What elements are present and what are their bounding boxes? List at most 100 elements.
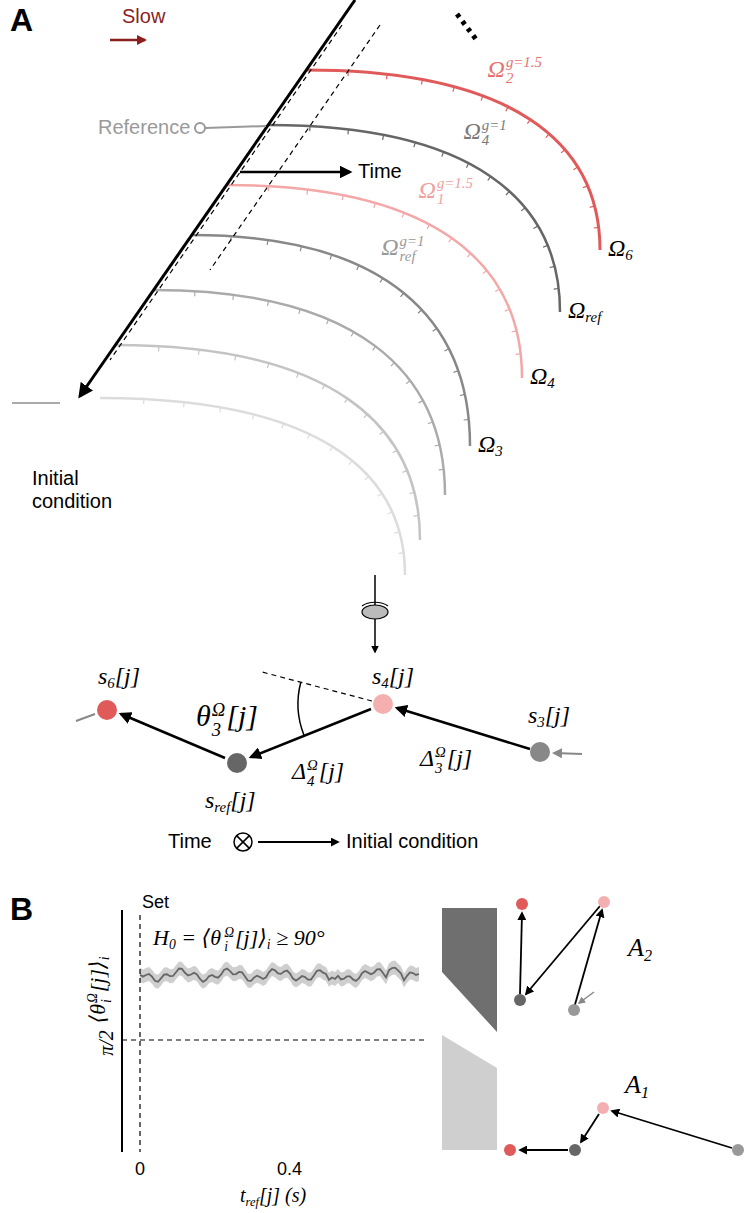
state-dot [373, 694, 393, 714]
subscript: ref [214, 799, 230, 815]
mini-dot [516, 898, 528, 910]
mini-dot [597, 1102, 609, 1114]
subscript: 6 [625, 247, 632, 263]
superscript: Ω [86, 993, 100, 1003]
subscript: 3 [212, 720, 225, 740]
subscript: 4 [381, 675, 388, 691]
curve-name: Ω4 [530, 364, 555, 391]
superscript: g=1.5 [506, 56, 542, 72]
subscript: 3 [537, 714, 544, 730]
label-text: Δ [420, 745, 434, 771]
cluster-label: A1 [625, 1072, 649, 1101]
mini-arrow [520, 913, 522, 994]
rotation-arc [362, 602, 388, 606]
extension-line [262, 672, 372, 701]
state-dot [530, 742, 550, 762]
trajectory [268, 125, 560, 312]
subscript: 2 [644, 947, 652, 964]
dashed-guide [110, 25, 342, 360]
label-text: t [240, 1184, 246, 1206]
subscript: 4 [482, 134, 507, 150]
label-text: Δ [292, 758, 306, 784]
label-text: [j] [230, 787, 255, 813]
label-text: ≥ 90° [276, 925, 324, 950]
label-text: [j] [226, 699, 258, 732]
label-text: ⟨θ [85, 1004, 110, 1023]
script-stack: Ωi [224, 926, 234, 955]
mini-arrow [526, 906, 600, 994]
superscript: g=1 [400, 234, 425, 250]
script-stack: refg=1 [400, 234, 425, 265]
label-text: Ω [463, 118, 480, 144]
label-text: A [625, 1070, 641, 1099]
label-text: Ω [478, 431, 495, 457]
trajectory [100, 398, 405, 575]
histogram-shape [442, 1035, 497, 1150]
label-text: Set [142, 892, 169, 912]
subscript: 2 [506, 71, 542, 87]
time-ticks [348, 71, 599, 228]
label-text: = ⟨θ [181, 925, 221, 950]
script-stack: Ω3 [212, 700, 225, 739]
panel-letter: B [10, 893, 33, 925]
label-text: s [205, 787, 214, 813]
angle-arc [298, 682, 304, 735]
label-text: Initial condition [32, 467, 112, 512]
trajectory [115, 345, 420, 540]
histogram-shape [442, 908, 497, 1032]
script-stack: 1g=1.5 [437, 177, 473, 208]
subscript: 6 [107, 675, 114, 691]
time-ticks [268, 186, 520, 354]
label-text: 0 [135, 1159, 145, 1179]
hypothesis: H0= ⟨θΩi[j]⟩i≥ 90° [153, 926, 327, 955]
mini-dot [514, 994, 526, 1006]
time-ticks [310, 126, 559, 289]
label-text: Ω [608, 235, 625, 261]
trajectory-curves [100, 70, 600, 575]
subscript: 1 [641, 1084, 649, 1101]
into-page-symbol [234, 833, 252, 851]
label-text: Time [358, 160, 402, 182]
label-text: [j] [319, 758, 344, 784]
axis-label: Initial condition [32, 467, 147, 513]
superscript: Ω [307, 758, 318, 774]
superscript: Ω [212, 700, 225, 720]
curve-label: Ωrefg=1 [381, 234, 425, 265]
label-text: s [372, 663, 381, 689]
state-label: s4[j] [372, 664, 414, 691]
state-label: sref[j] [205, 788, 256, 815]
curve-label: Ω1g=1.5 [419, 177, 474, 208]
reference-marker [195, 123, 205, 133]
script-stack: Ωi [86, 993, 115, 1003]
mini-arrow [520, 1149, 568, 1151]
delta-label: ΔΩ3[j] [420, 745, 472, 776]
label-text: Ω [488, 56, 505, 82]
threshold-line [122, 1039, 425, 1040]
dashed-guide [210, 25, 380, 270]
error-band [140, 961, 419, 989]
state-label: s3[j] [528, 703, 570, 730]
subscript: 3 [495, 443, 502, 459]
mini-arrow [574, 910, 602, 1008]
curve-name: Ω3 [478, 432, 503, 459]
axis-label: Time [358, 161, 402, 181]
label-text: Initial condition [346, 830, 478, 852]
panel-letter: A [10, 4, 33, 36]
incoming-arrow [554, 753, 582, 754]
label-text: Ω [381, 234, 398, 260]
script-stack: Ω3 [435, 745, 446, 776]
subscript: 4 [547, 375, 554, 391]
ellipsis-dots [457, 14, 478, 42]
subscript: ref [585, 309, 601, 325]
label-text: [j] (s) [259, 1184, 306, 1206]
trajectory [153, 290, 445, 495]
label-text: s [528, 702, 537, 728]
mini-arrow [612, 1111, 732, 1148]
event-label: Set [142, 893, 169, 911]
angle-label: θΩ3[j] [196, 700, 258, 739]
reference-label: Reference [98, 117, 190, 137]
label-text: [j] [545, 702, 570, 728]
label-text: B [10, 891, 33, 927]
script-stack: 4g=1 [482, 118, 507, 149]
mini-dot [569, 1144, 581, 1156]
